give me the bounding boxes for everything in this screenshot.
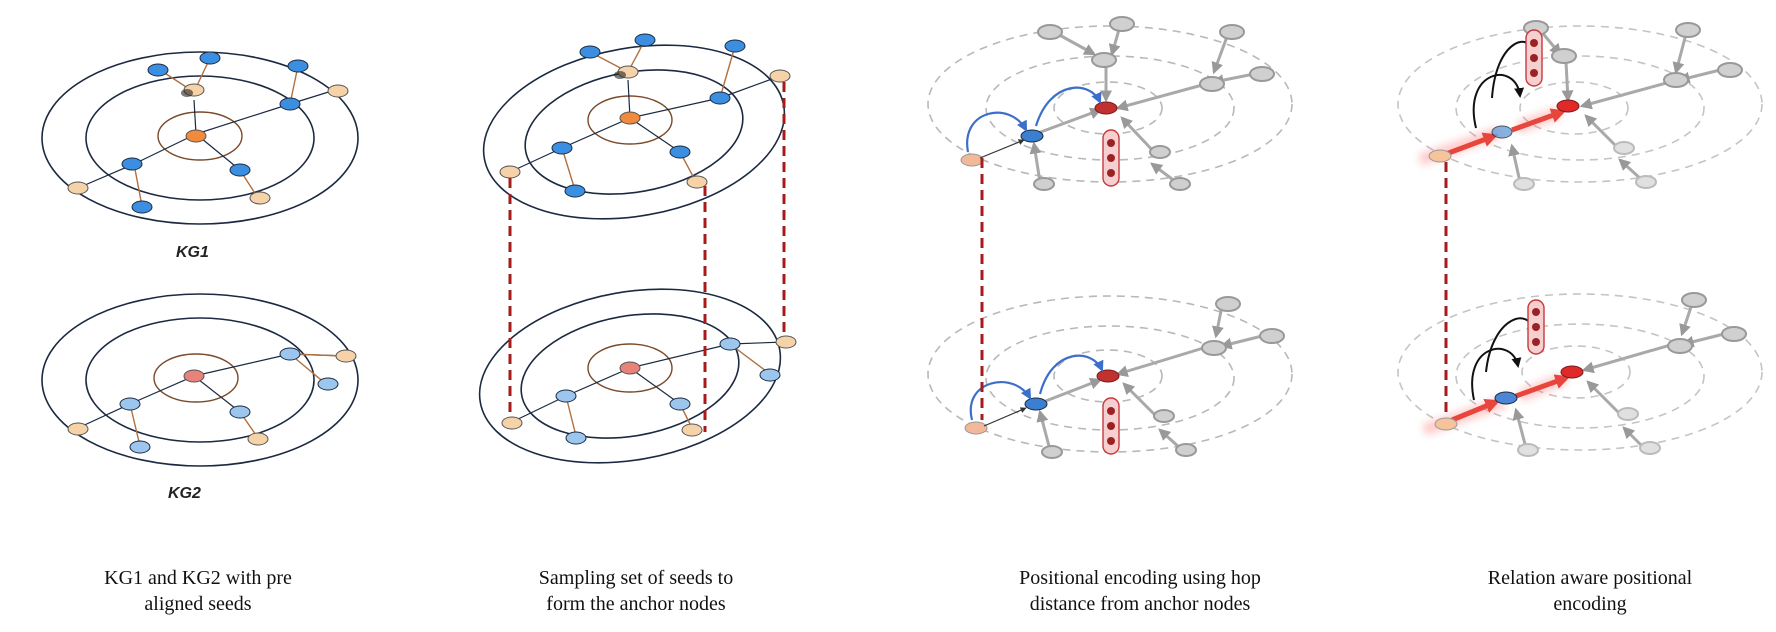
- kg2-label: KG2: [168, 485, 201, 502]
- caption-line: distance from anchor nodes: [1029, 593, 1251, 615]
- relation-arrow: [1511, 108, 1567, 133]
- entity-node: [317, 377, 339, 391]
- seed-node: [327, 84, 349, 98]
- caption-line: aligned seeds: [144, 593, 252, 615]
- panel3-top-graph: [927, 16, 1293, 191]
- entity-node: [229, 405, 251, 419]
- caption-panel-1: KG1 and KG2 with pre aligned seeds: [48, 565, 348, 617]
- seed-node: [249, 191, 271, 205]
- seed-node: [247, 432, 269, 446]
- anchor-node: [1094, 101, 1118, 115]
- seed-node: [960, 153, 984, 167]
- inner-ring: [157, 111, 243, 161]
- entity-node: [1491, 125, 1513, 139]
- kg1-label: KG1: [176, 244, 209, 261]
- entity-node: [199, 51, 221, 65]
- inner-ring: [153, 353, 239, 403]
- entity-node: [119, 397, 141, 411]
- entity-node: [279, 97, 301, 111]
- entity-node: [147, 63, 169, 77]
- caption-line: form the anchor nodes: [546, 593, 726, 615]
- caption-line: KG1 and KG2 with pre: [104, 567, 292, 589]
- caption-panel-2: Sampling set of seeds to form the anchor…: [486, 565, 786, 617]
- caption-line: encoding: [1553, 593, 1627, 615]
- caption-line: Positional encoding using hop: [1019, 567, 1261, 589]
- entity-node: [131, 200, 153, 214]
- hop-arrow: [1034, 86, 1102, 127]
- center-node: [183, 369, 205, 383]
- panel3-bottom-graph: [927, 295, 1293, 459]
- relation-arrow: [1445, 132, 1499, 157]
- panel1-kg1-graph: [41, 51, 359, 225]
- hop-arrow: [966, 111, 1028, 153]
- outer-ring: [41, 293, 359, 467]
- entity-node: [279, 347, 301, 361]
- caption-line: Relation aware positional: [1487, 567, 1693, 589]
- seed-node: [67, 181, 89, 195]
- center-node: [185, 129, 207, 143]
- relation-hop-arrow: [1472, 73, 1525, 129]
- middle-ring: [85, 75, 315, 201]
- panel2-bottom-graph: [478, 288, 797, 464]
- entity-node: [121, 157, 143, 171]
- panel4-top-graph: [1397, 20, 1763, 191]
- panel4-bottom-graph: [1397, 292, 1763, 457]
- seed-node: [1428, 149, 1452, 163]
- middle-ring: [85, 317, 315, 443]
- panel2-top-graph: [482, 33, 791, 220]
- anchor-node: [1556, 99, 1580, 113]
- panel1-kg2-graph: [41, 293, 359, 467]
- entity-node: [129, 440, 151, 454]
- seed-node: [67, 422, 89, 436]
- seed-node: [335, 349, 357, 363]
- outer-ring: [41, 51, 359, 225]
- caption-panel-3: Positional encoding using hop distance f…: [980, 565, 1300, 617]
- entity-node: [229, 163, 251, 177]
- caption-panel-4: Relation aware positional encoding: [1440, 565, 1740, 617]
- entity-node: [1020, 129, 1044, 143]
- entity-node: [287, 59, 309, 73]
- caption-line: Sampling set of seeds to: [538, 567, 734, 589]
- anchor-links: [508, 82, 786, 432]
